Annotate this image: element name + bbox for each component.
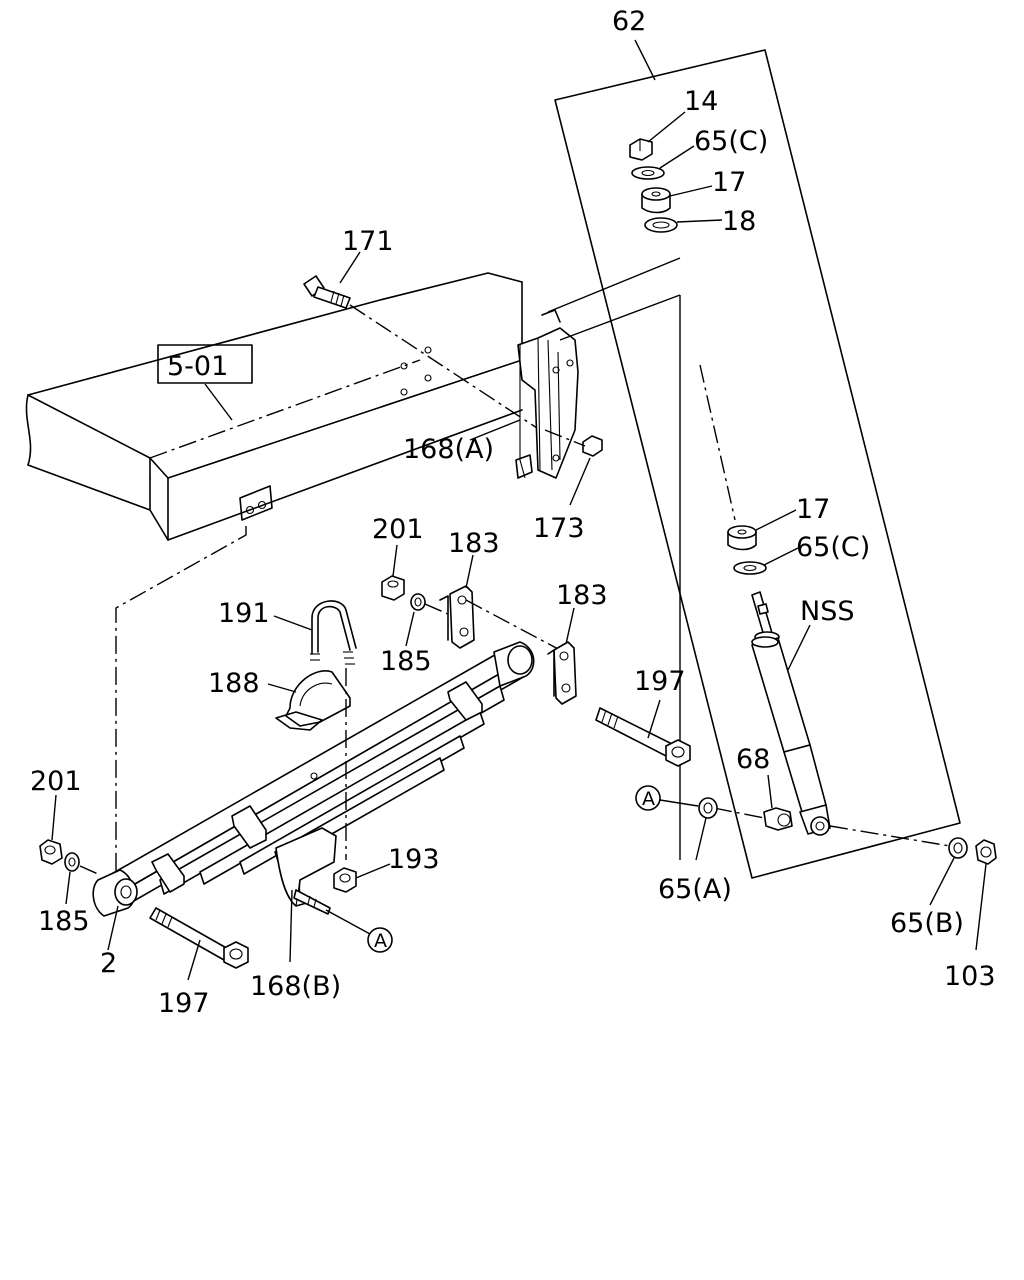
label-65b: 65(B) <box>890 908 964 939</box>
washer-18[interactable]: 18 <box>644 206 756 237</box>
label-168b: 168(B) <box>250 971 341 1002</box>
label-65c-lower: 65(C) <box>796 532 870 563</box>
label-14: 14 <box>684 86 718 117</box>
label-68: 68 <box>736 744 770 775</box>
nut-173[interactable]: 173 <box>533 429 603 544</box>
washer-65c-lower[interactable]: 65(C) <box>733 532 870 575</box>
bracket-168b[interactable]: 168(B) <box>250 827 371 1002</box>
nut-201-left[interactable]: 201 <box>30 766 82 865</box>
label-197-right: 197 <box>634 666 686 697</box>
label-188: 188 <box>208 668 260 699</box>
ubolt-191[interactable]: 191 <box>218 598 357 665</box>
label-2: 2 <box>100 948 117 979</box>
label-62: 62 <box>612 6 646 37</box>
frame-rail <box>25 272 523 541</box>
shackle-183-right[interactable]: 183 <box>547 580 608 705</box>
label-185-left: 185 <box>38 906 90 937</box>
label-17-top: 17 <box>712 167 746 198</box>
shock-absorber-nss[interactable]: NSS <box>699 364 951 847</box>
label-201-left: 201 <box>30 766 82 797</box>
label-185-upper: 185 <box>380 646 432 677</box>
label-193: 193 <box>388 844 440 875</box>
label-173: 173 <box>533 513 585 544</box>
reference-line-hanger <box>115 526 247 876</box>
washer-65c-top[interactable]: 65(C) <box>631 126 768 180</box>
label-183-right: 183 <box>556 580 608 611</box>
assembly-62-boundary <box>554 39 961 879</box>
bracket-168a[interactable]: 168(A) <box>403 257 681 860</box>
bushing-68[interactable]: 68 <box>713 744 793 831</box>
washer-65b[interactable]: 65(B) <box>890 837 968 939</box>
shackle-183-left[interactable]: 183 <box>439 528 561 651</box>
bolt-197-left[interactable]: 197 <box>149 907 249 1019</box>
washer-65a[interactable]: 65(A) <box>658 797 732 905</box>
nut-201-upper[interactable]: 201 <box>372 514 424 601</box>
bushing-17-top[interactable]: 17 <box>641 167 746 214</box>
label-171: 171 <box>342 226 394 257</box>
label-nss: NSS <box>800 596 854 627</box>
washer-185-left[interactable]: 185 <box>38 852 99 937</box>
leaf-spring-2[interactable]: 2 <box>92 641 535 979</box>
washer-185-upper[interactable]: 185 <box>380 593 449 677</box>
label-201-upper: 201 <box>372 514 424 545</box>
reference-circle-a-right[interactable]: A <box>635 785 699 811</box>
pad-188[interactable]: 188 <box>208 668 351 731</box>
label-65a: 65(A) <box>658 874 732 905</box>
circle-a-right-label: A <box>642 788 655 810</box>
label-183-left: 183 <box>448 528 500 559</box>
label-103: 103 <box>944 961 996 992</box>
reference-box-5-01[interactable]: 5-01 <box>157 344 253 421</box>
reference-box-label: 5-01 <box>167 351 228 382</box>
label-18: 18 <box>722 206 756 237</box>
label-168a: 168(A) <box>403 434 494 465</box>
label-197-left: 197 <box>158 988 210 1019</box>
label-65c-top: 65(C) <box>694 126 768 157</box>
bolt-197-right[interactable]: 197 <box>595 666 691 767</box>
nut-14[interactable]: 14 <box>629 86 718 161</box>
nut-103[interactable]: 103 <box>944 839 997 992</box>
bushing-17-lower[interactable]: 17 <box>727 494 830 551</box>
bolt-171[interactable]: 171 <box>303 226 541 431</box>
label-191: 191 <box>218 598 270 629</box>
label-17-lower: 17 <box>796 494 830 525</box>
reference-circle-a-left[interactable]: A <box>367 927 393 953</box>
nut-193[interactable]: 193 <box>333 844 440 893</box>
circle-a-left-label: A <box>374 930 387 952</box>
